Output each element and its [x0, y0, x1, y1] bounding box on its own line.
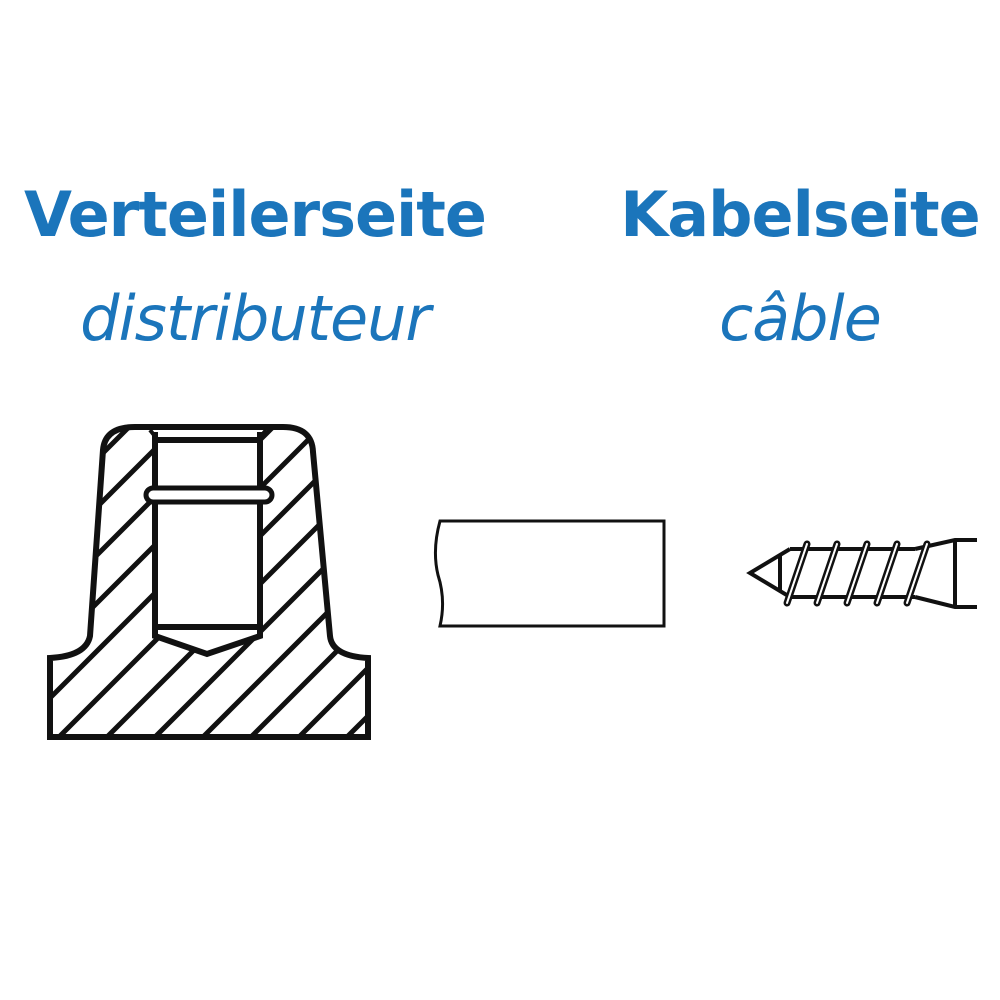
- thread-highlight: [906, 543, 928, 604]
- thread-highlight: [876, 543, 898, 604]
- hatch-line: [50, 427, 254, 737]
- cable-rod: [433, 519, 666, 628]
- hatch-line: [660, 400, 1000, 760]
- thread-highlight: [786, 543, 808, 604]
- cable-side-title: Kabelseite: [620, 178, 980, 251]
- hatch-line: [82, 427, 368, 737]
- hatch-line: [50, 427, 158, 737]
- hatch-line: [274, 427, 368, 737]
- hatch-line: [130, 427, 368, 737]
- distributor-side-title: Verteilerseite: [24, 178, 487, 251]
- hatch-line: [50, 427, 206, 737]
- thread-highlight: [846, 543, 868, 604]
- hatch-line: [226, 427, 368, 737]
- cable-side-subtitle: câble: [719, 282, 882, 355]
- distributor-side-subtitle: distributeur: [80, 282, 431, 355]
- screw-icon: [746, 538, 977, 609]
- groove: [143, 485, 275, 505]
- thread-highlight: [816, 543, 838, 604]
- hatch-line: [50, 427, 368, 737]
